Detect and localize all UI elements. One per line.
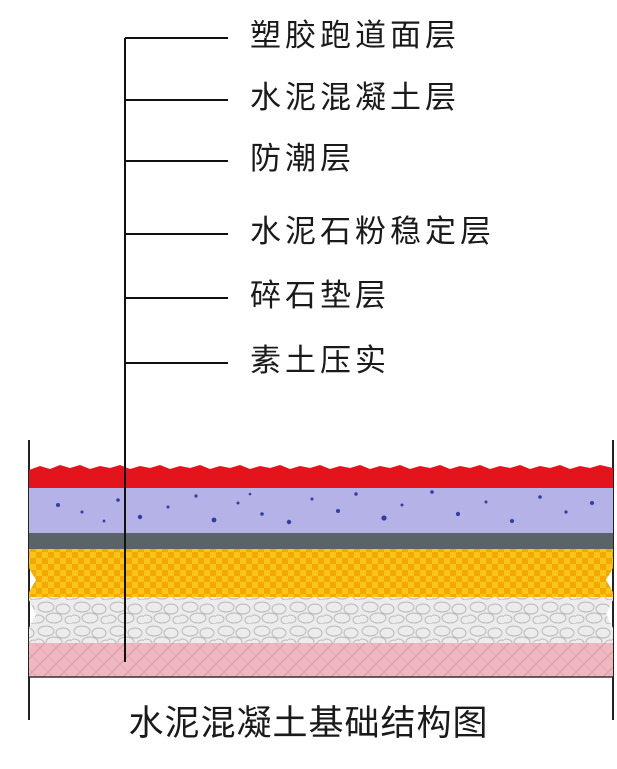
- layer-band-surface: [29, 465, 613, 488]
- layer-label-stabilized: 水泥石粉稳定层: [250, 214, 495, 250]
- layer-band-concrete: [29, 488, 613, 533]
- layer-band-moisture-barrier: [29, 533, 613, 549]
- diagram-caption: 水泥混凝土基础结构图: [128, 704, 489, 744]
- layer-band-compacted-soil: [29, 643, 613, 677]
- layer-label-surface: 塑胶跑道面层: [250, 18, 460, 54]
- layer-label-concrete: 水泥混凝土层: [250, 80, 460, 116]
- layer-band-gravel: [29, 597, 613, 643]
- layer-label-gravel: 碎石垫层: [250, 278, 390, 314]
- layer-label-compacted-soil: 素土压实: [250, 343, 390, 379]
- layer-band-stabilized: [29, 549, 613, 597]
- layer-label-moisture-barrier: 防潮层: [250, 141, 355, 177]
- aggregate-speckles: [56, 490, 594, 525]
